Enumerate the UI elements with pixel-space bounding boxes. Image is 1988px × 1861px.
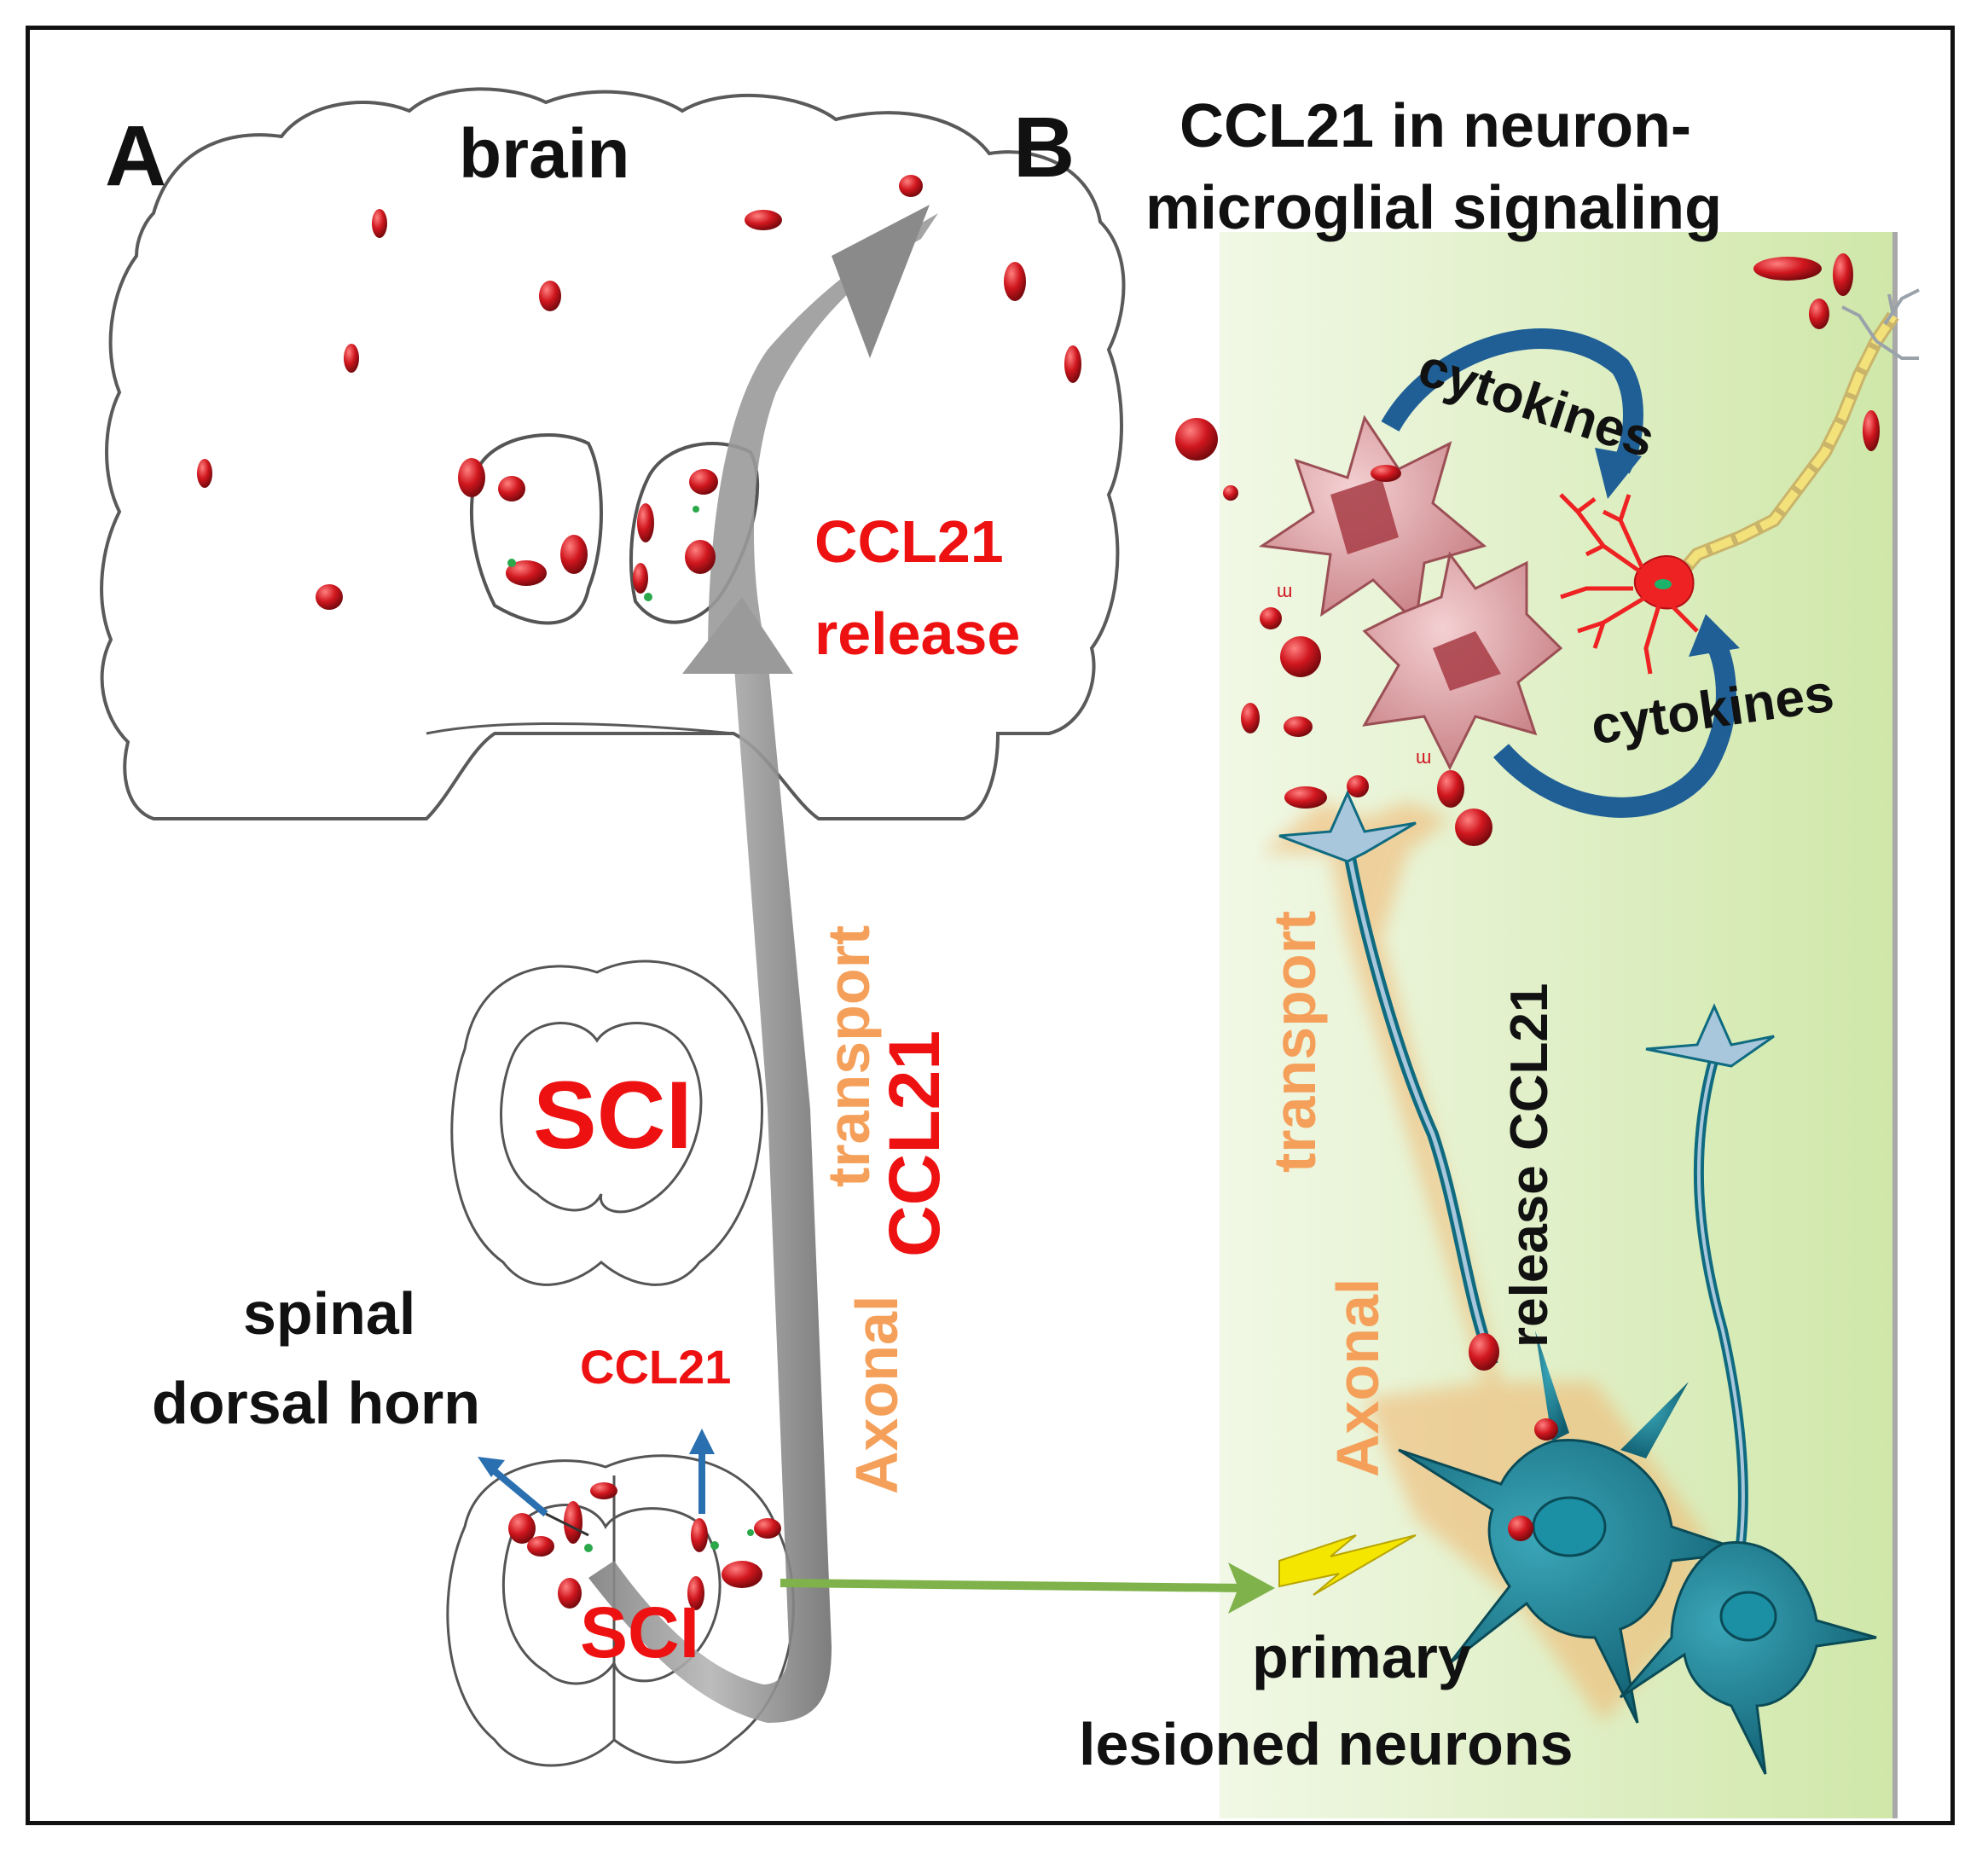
panel-a-transport-label: transport xyxy=(815,925,882,1187)
panel-b-vesicles xyxy=(1175,253,1880,1541)
microglia-cells: ɯ ɯ xyxy=(1258,415,1563,771)
svg-text:ɯ: ɯ xyxy=(1416,746,1431,768)
thalamus-arrowhead xyxy=(682,597,793,674)
cytokines-arrow-top xyxy=(1381,328,1643,499)
spinal-section-upper xyxy=(450,959,763,1286)
panel-b-letter: B xyxy=(1013,100,1075,195)
spinal-dorsal-horn-line2: dorsal horn xyxy=(152,1370,481,1436)
left-thalamus-outline xyxy=(469,433,603,625)
panel-b-title-line2: microglial signaling xyxy=(1145,174,1723,242)
spinal-vesicles xyxy=(508,1482,781,1610)
primary-lesioned-line2: lesioned neurons xyxy=(1079,1711,1574,1777)
panel-a-letter: A xyxy=(105,108,167,204)
brain-vesicles xyxy=(197,175,1081,610)
brain-outline xyxy=(100,87,1126,820)
spinal-dorsal-horn-line1: spinal xyxy=(243,1280,416,1347)
primary-lesioned-line1: primary xyxy=(1252,1624,1471,1690)
blue-arrows-spinal xyxy=(478,1429,715,1517)
brain-arrowhead xyxy=(832,205,930,358)
panel-b-axonal-label: Axonal xyxy=(1324,1278,1391,1477)
green-connecting-arrow xyxy=(780,1562,1275,1614)
sci-label-upper: SCI xyxy=(533,1062,693,1168)
sci-label-lower: SCI xyxy=(580,1592,700,1673)
panel-b-title-line1: CCL21 in neuron- xyxy=(1179,92,1692,160)
ccl21-small-label: CCL21 xyxy=(580,1340,732,1394)
figure-frame xyxy=(26,26,1955,1825)
primary-lesioned-neuron-1 xyxy=(1278,790,1749,1724)
cytokines-arrow-bottom xyxy=(1492,614,1740,818)
lesion-lightning-icon xyxy=(1278,1534,1417,1596)
primary-lesioned-neuron-2 xyxy=(1619,1003,1877,1775)
brain-label: brain xyxy=(459,115,630,193)
panel-a-axonal-label: Axonal xyxy=(843,1295,910,1494)
svg-text:ɯ: ɯ xyxy=(1277,580,1292,601)
panel-a-ccl21-vertical: CCL21 xyxy=(874,1029,954,1257)
ccl21-release-line1: CCL21 xyxy=(814,508,1004,575)
ccl21-release-line2: release xyxy=(814,600,1021,667)
panel-b-transport-label: transport xyxy=(1261,910,1328,1173)
release-ccl21-label: release CCL21 xyxy=(1500,983,1559,1348)
red-neuron xyxy=(1559,288,1920,675)
axonal-transport-arrow xyxy=(588,657,832,1723)
